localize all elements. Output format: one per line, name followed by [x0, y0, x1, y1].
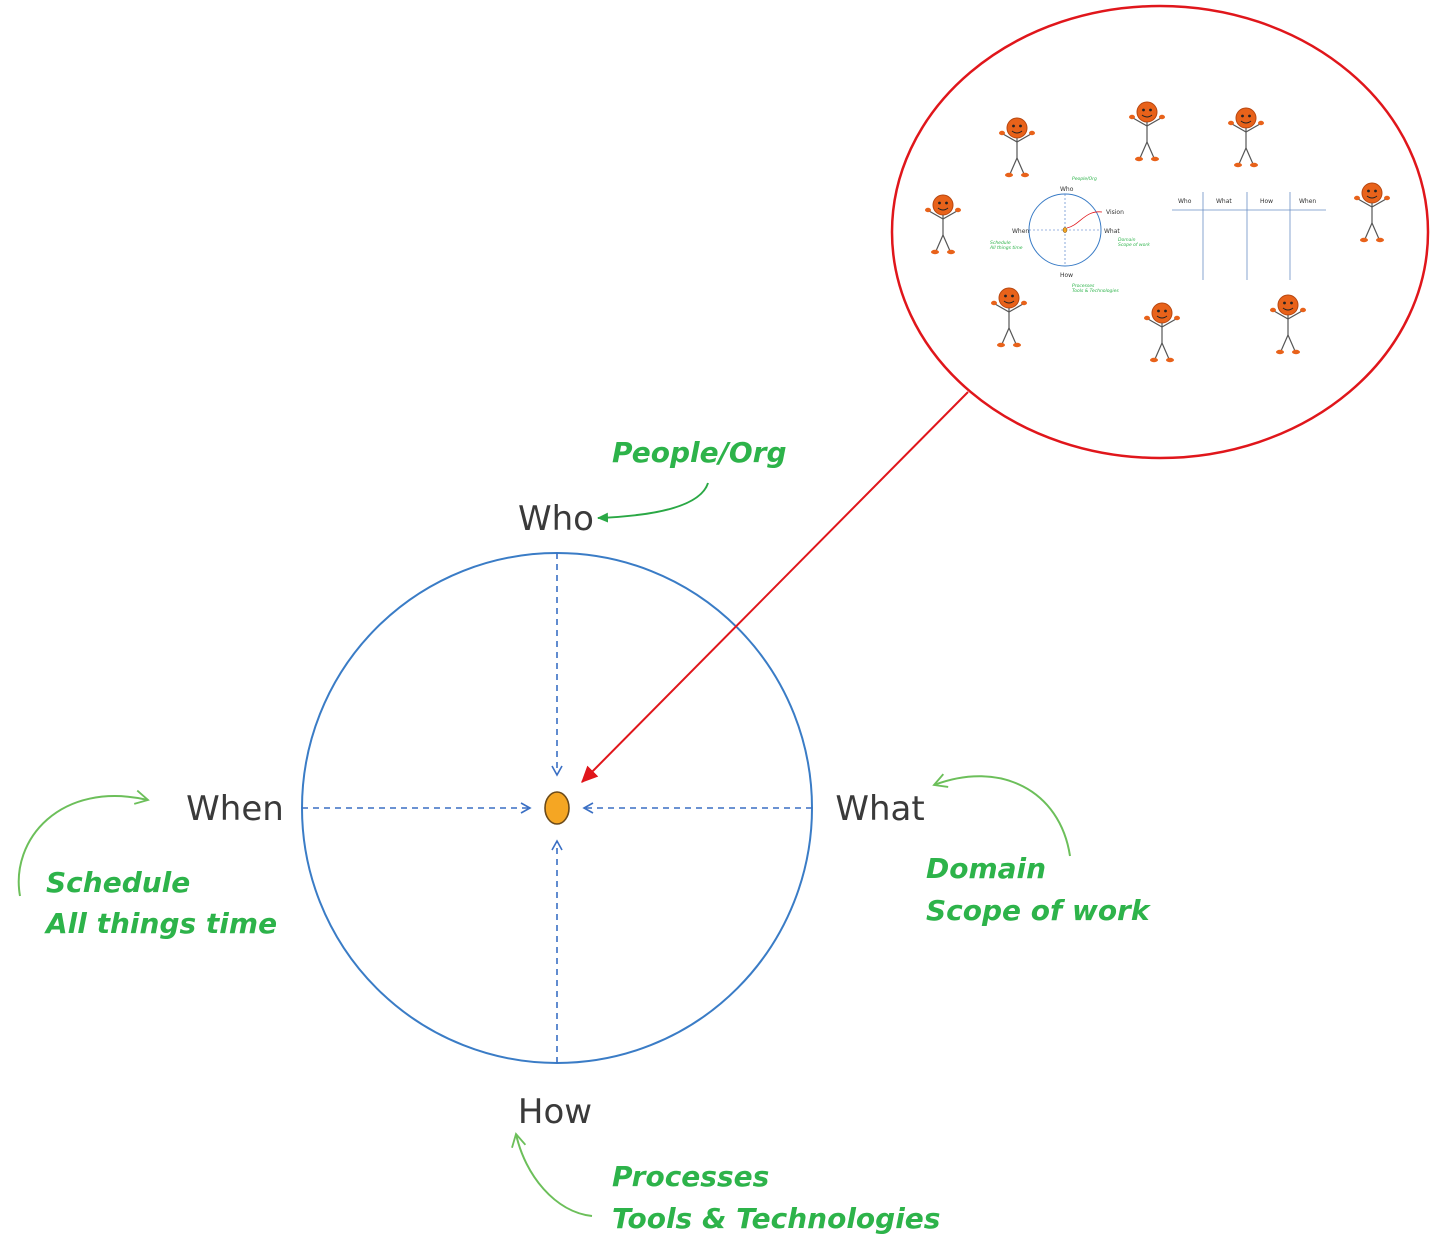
- mini-how-note-line1: Processes: [1072, 283, 1095, 289]
- how-note-line2: Tools & Technologies: [612, 1202, 940, 1235]
- mini-what-note-line1: Domain: [1118, 237, 1136, 243]
- mini-table-header-who: Who: [1178, 198, 1192, 205]
- mini-table-header-when: When: [1299, 198, 1316, 205]
- mini-when-note-line1: Schedule: [990, 240, 1011, 246]
- mini-when-label: When: [1012, 228, 1029, 235]
- inset-bubble: Who When What How Vision People/Org Sche…: [890, 4, 1430, 460]
- mini-when-note-line2: All things time: [989, 245, 1023, 251]
- who-note: People/Org: [612, 436, 787, 469]
- what-note-line1: Domain: [926, 852, 1046, 885]
- mini-what-note-line2: Scope of work: [1118, 242, 1150, 248]
- what-note-arrow: [932, 773, 1071, 857]
- when-note-line2: All things time: [44, 907, 277, 940]
- mini-table: Who What How When: [1172, 192, 1326, 280]
- mini-diagram: Who When What How Vision People/Org Sche…: [989, 176, 1150, 294]
- what-note-line2: Scope of work: [926, 894, 1152, 927]
- when-note-line1: Schedule: [46, 866, 190, 899]
- how-note-line1: Processes: [612, 1160, 769, 1193]
- mini-how-note-line2: Tools & Technologies: [1072, 288, 1119, 294]
- mini-who-label: Who: [1060, 186, 1074, 193]
- mini-what-label: What: [1104, 228, 1120, 235]
- mini-vision-label: Vision: [1106, 209, 1124, 216]
- mini-table-header-what: What: [1216, 198, 1232, 205]
- mini-table-header-how: How: [1260, 198, 1273, 205]
- when-note-arrow: [17, 789, 150, 897]
- when-label: When: [186, 789, 284, 829]
- center-dot: [544, 791, 570, 825]
- how-label: How: [518, 1092, 592, 1132]
- mini-center-dot: [1062, 227, 1068, 233]
- inset-pointer-arrow: [581, 391, 969, 783]
- mini-vision-curve: [1066, 211, 1103, 229]
- inset-border: [890, 4, 1430, 460]
- who-label: Who: [518, 499, 594, 539]
- mini-who-note: People/Org: [1072, 176, 1097, 182]
- who-note-arrow: [597, 482, 709, 523]
- mini-how-label: How: [1060, 272, 1073, 279]
- how-note-arrow: [511, 1132, 593, 1217]
- what-label: What: [835, 789, 924, 829]
